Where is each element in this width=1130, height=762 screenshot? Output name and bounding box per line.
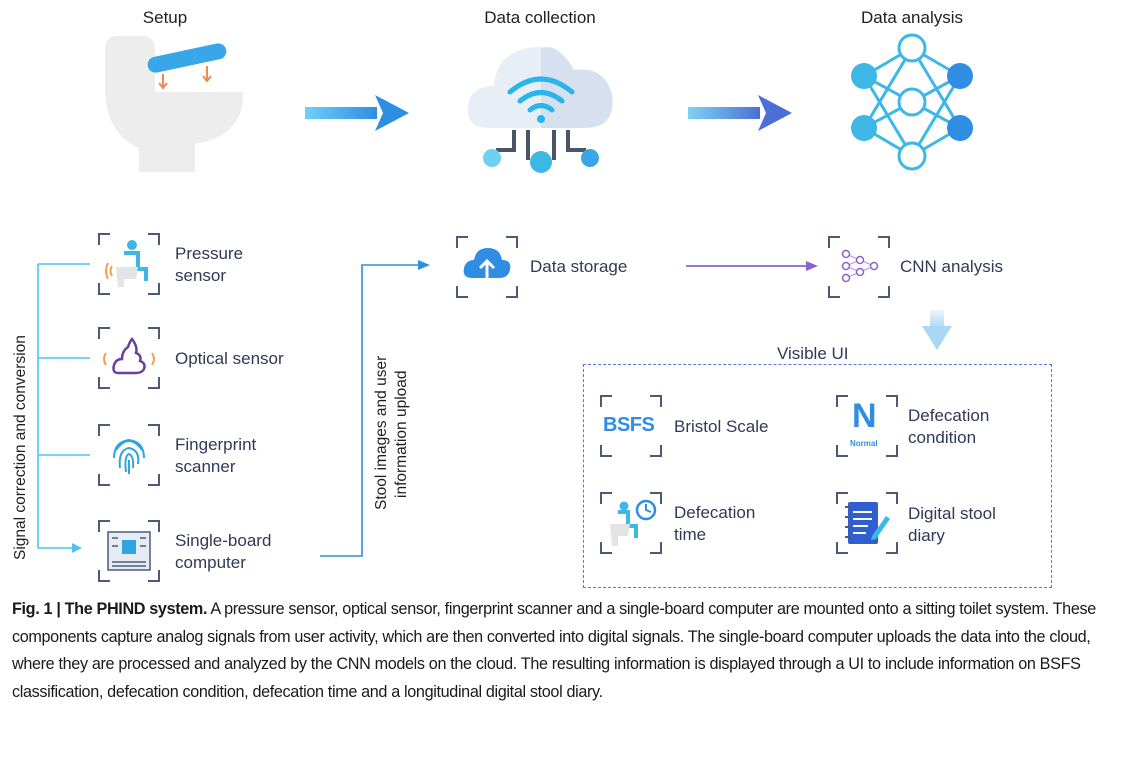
defecation-time-icon — [600, 492, 662, 554]
single-board-computer-icon — [98, 520, 160, 582]
single-board-computer-label: Single-board computer — [175, 531, 272, 572]
optical-sensor-icon — [98, 327, 160, 389]
bristol-scale-label: Bristol Scale — [674, 417, 769, 436]
caption-text: A pressure sensor, optical sensor, finge… — [12, 600, 1096, 701]
cnn-analysis-label: CNN analysis — [900, 257, 1003, 276]
n-badge: N — [852, 397, 877, 435]
bsfs-icon — [600, 395, 662, 457]
caption-figure-title: Fig. 1 | The PHIND system. — [12, 600, 208, 618]
diary-icon — [836, 492, 898, 554]
digital-stool-diary-label: Digital stool diary — [908, 504, 996, 545]
arrow-right-icon — [688, 95, 792, 131]
defecation-time-label: Defecation time — [674, 503, 756, 544]
defecation-condition-label: Defecation condition — [908, 406, 990, 447]
stage-title-collection: Data collection — [484, 8, 596, 27]
signal-correction-label: Signal correction and conversion — [12, 335, 29, 560]
condition-icon — [836, 395, 898, 457]
connector-lines — [37, 260, 952, 557]
fingerprint-scanner-icon — [98, 424, 160, 486]
upload-label-line1: Stool images and user — [373, 355, 390, 510]
fingerprint-scanner-label: Fingerprint scanner — [175, 435, 257, 476]
optical-sensor-label: Optical sensor — [175, 349, 284, 368]
normal-badge: Normal — [850, 439, 878, 448]
arrow-right-icon — [305, 95, 409, 131]
data-storage-label: Data storage — [530, 257, 628, 276]
stage-title-setup: Setup — [142, 8, 188, 27]
pressure-sensor-label: Pressure sensor — [175, 244, 244, 285]
visible-ui-box — [583, 364, 1052, 588]
neural-network-icon — [851, 33, 973, 171]
stage-title-analysis: Data analysis — [860, 8, 964, 27]
visible-ui-title: Visible UI — [777, 344, 849, 363]
figure-caption: Fig. 1 | The PHIND system. A pressure se… — [12, 596, 1122, 706]
bsfs-badge: BSFS — [603, 414, 655, 436]
cloud-wifi-icon — [467, 46, 613, 173]
cnn-network-icon — [828, 236, 890, 298]
upload-label-line2: information upload — [393, 370, 410, 498]
cloud-upload-icon — [456, 236, 518, 298]
pressure-sensor-icon — [98, 233, 160, 295]
toilet-icon — [105, 36, 244, 172]
